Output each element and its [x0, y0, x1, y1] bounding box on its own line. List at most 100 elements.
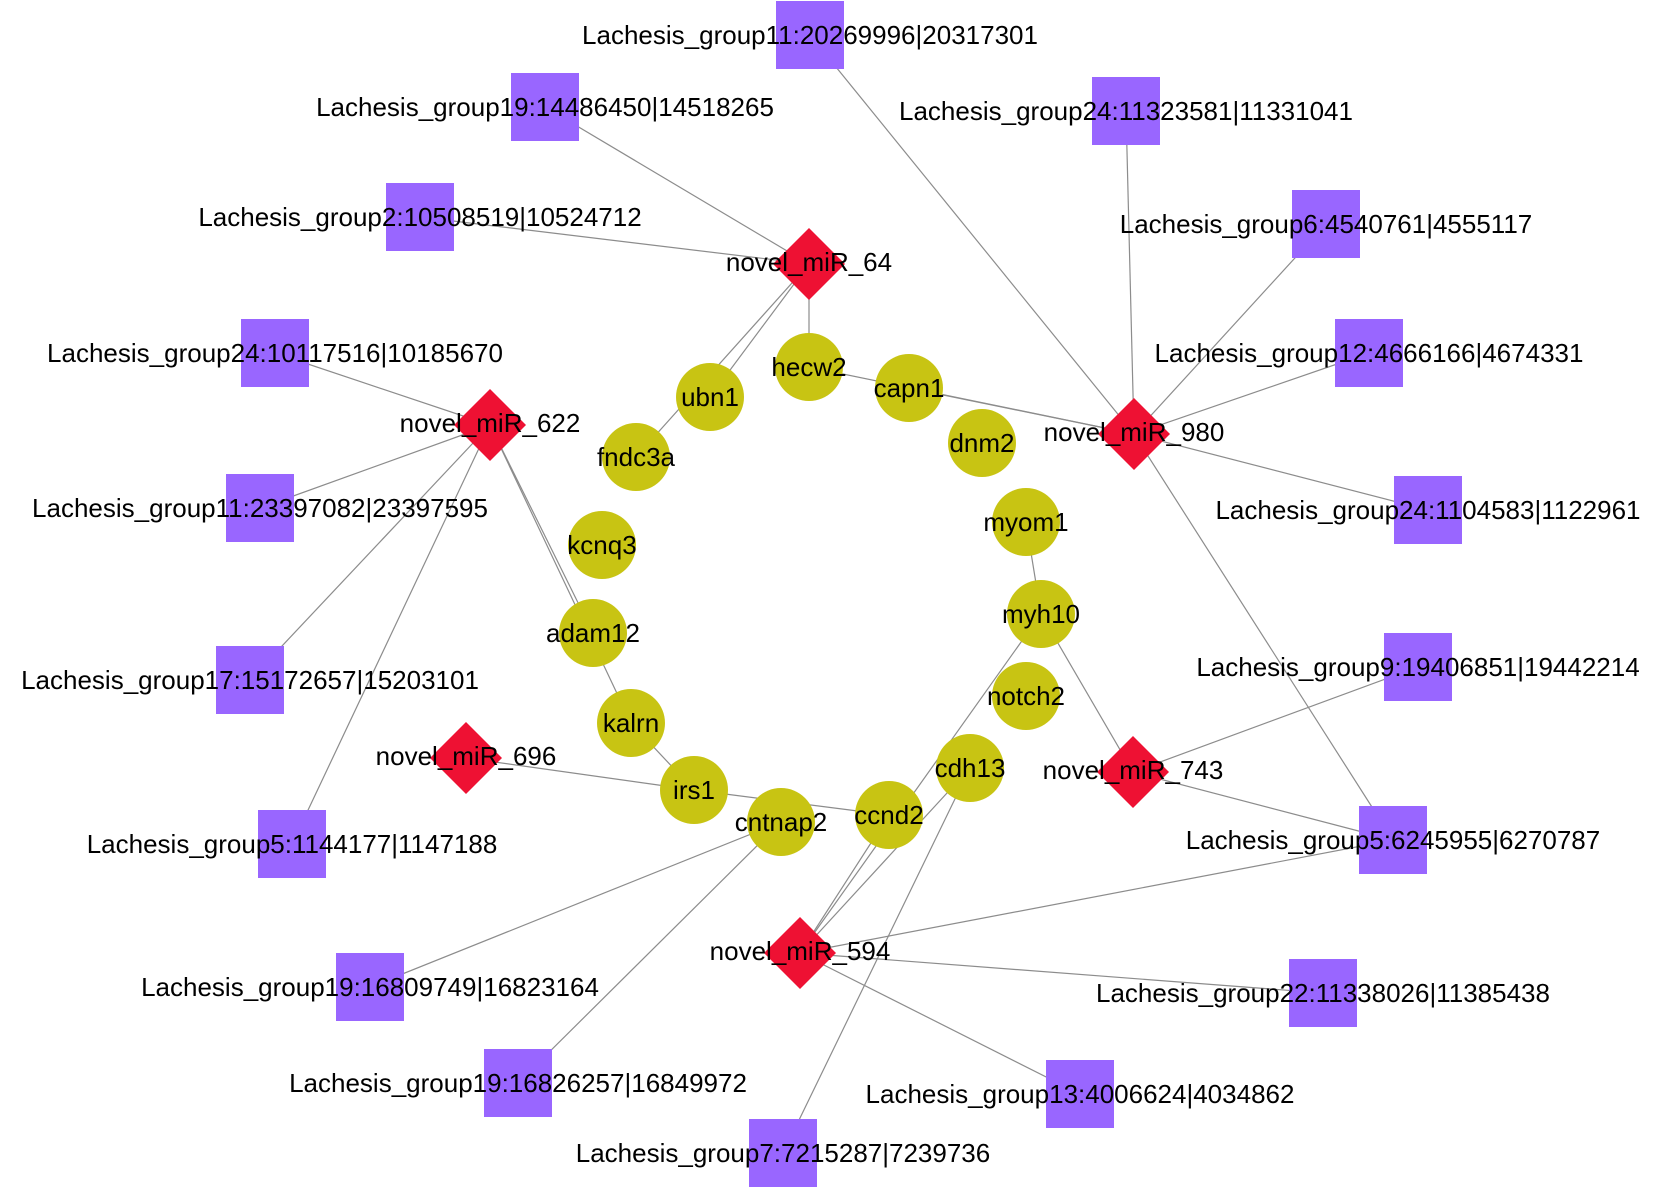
mirna-node[interactable]: novel_miR_594 — [710, 917, 891, 989]
gene-node[interactable]: hecw2 — [771, 333, 847, 401]
gene-circle — [568, 511, 636, 579]
edge-m622-kalrn — [489, 424, 632, 724]
edge-m64-r2 — [419, 216, 810, 265]
region-node[interactable]: Lachesis_group11:20269996|20317301 — [582, 1, 1038, 69]
edge-m980-r12 — [1133, 352, 1370, 435]
region-label: Lachesis_group19:16826257|16849972 — [289, 1068, 747, 1098]
edge-m980-r24a — [1125, 110, 1135, 435]
gene-label: fndc3a — [597, 442, 676, 472]
region-node[interactable]: Lachesis_group22:11338026|11385438 — [1096, 959, 1550, 1027]
gene-label: irs1 — [673, 775, 715, 805]
region-label: Lachesis_group13:4006624|4034862 — [866, 1079, 1295, 1109]
mirna-node[interactable]: novel_miR_622 — [400, 389, 581, 461]
region-node[interactable]: Lachesis_group9:19406851|19442214 — [1196, 633, 1640, 701]
region-node[interactable]: Lachesis_group12:4666166|4674331 — [1155, 319, 1584, 387]
edge-m980-r24c — [1133, 433, 1429, 511]
edge-m64-fndc3a — [635, 263, 810, 458]
gene-node[interactable]: irs1 — [660, 756, 728, 824]
edge-m980-r6 — [1133, 223, 1327, 435]
gene-node[interactable]: notch2 — [987, 662, 1065, 730]
region-node[interactable]: Lachesis_group6:4540761|4555117 — [1120, 190, 1533, 258]
mirna-diamond — [1097, 736, 1169, 808]
mirna-diamond — [454, 389, 526, 461]
mirna-label: novel_miR_622 — [400, 408, 581, 438]
edge-m594-r13 — [799, 952, 1081, 1095]
gene-label: kalrn — [603, 708, 659, 738]
gene-node[interactable]: capn1 — [874, 354, 945, 422]
region-label: Lachesis_group5:1144177|1147188 — [87, 829, 498, 859]
gene-node[interactable]: cntnap2 — [735, 788, 828, 856]
gene-circle — [992, 662, 1060, 730]
gene-node[interactable]: adam12 — [546, 599, 640, 667]
region-node[interactable]: Lachesis_group5:1144177|1147188 — [87, 810, 498, 878]
region-node[interactable]: Lachesis_group5:6245955|6270787 — [1186, 806, 1600, 874]
edge-m743-r5b — [1132, 771, 1394, 841]
gene-circle — [775, 333, 843, 401]
region-node[interactable]: Lachesis_group7:7215287|7239736 — [576, 1119, 990, 1187]
region-square — [484, 1049, 552, 1117]
gene-node[interactable]: kcnq3 — [567, 511, 637, 579]
edge-m594-myh10 — [799, 613, 1042, 954]
edge-m594-r5b — [799, 839, 1394, 954]
gene-label: myh10 — [1002, 599, 1080, 629]
region-node[interactable]: Lachesis_group17:15172657|15203101 — [21, 646, 479, 714]
region-node[interactable]: Lachesis_group24:10117516|10185670 — [47, 319, 503, 387]
region-node[interactable]: Lachesis_group19:16826257|16849972 — [289, 1049, 747, 1117]
edge-m622-adam12 — [489, 424, 594, 634]
region-square — [776, 1, 844, 69]
region-square — [1092, 77, 1160, 145]
gene-label: adam12 — [546, 618, 640, 648]
gene-label: myom1 — [983, 507, 1068, 537]
region-node[interactable]: Lachesis_group19:14486450|14518265 — [316, 73, 774, 141]
gene-label: capn1 — [874, 373, 945, 403]
gene-circle — [948, 409, 1016, 477]
gene-node[interactable]: fndc3a — [597, 423, 676, 491]
edge-m743-r9 — [1132, 666, 1419, 773]
region-label: Lachesis_group11:20269996|20317301 — [582, 20, 1038, 50]
region-square — [1384, 633, 1452, 701]
gene-circle — [875, 354, 943, 422]
mirna-diamond — [764, 917, 836, 989]
gene-node[interactable]: myh10 — [1002, 580, 1080, 648]
gene-circle — [1007, 580, 1075, 648]
mirna-diamond — [1098, 398, 1170, 470]
mirna-node[interactable]: novel_miR_980 — [1044, 398, 1225, 470]
region-node[interactable]: Lachesis_group24:1104583|1122961 — [1215, 476, 1641, 544]
gene-node[interactable]: dnm2 — [948, 409, 1016, 477]
region-node[interactable]: Lachesis_group24:11323581|11331041 — [899, 77, 1353, 145]
region-node[interactable]: Lachesis_group2:10508519|10524712 — [198, 183, 642, 251]
gene-node[interactable]: ccnd2 — [854, 781, 924, 849]
node-layer: Lachesis_group11:20269996|20317301Laches… — [21, 1, 1641, 1187]
region-label: Lachesis_group17:15172657|15203101 — [21, 665, 479, 695]
edge-m980-r5b — [1133, 433, 1394, 841]
region-square — [1394, 476, 1462, 544]
region-label: Lachesis_group19:16809749|16823164 — [141, 972, 599, 1002]
region-node[interactable]: Lachesis_group13:4006624|4034862 — [866, 1060, 1295, 1128]
gene-node[interactable]: ubn1 — [676, 363, 744, 431]
gene-circle — [597, 689, 665, 757]
edge-m696-irs1 — [465, 757, 695, 791]
gene-label: kcnq3 — [567, 530, 636, 560]
edge-cntnap2-r19b — [369, 821, 782, 988]
region-square — [1046, 1060, 1114, 1128]
gene-node[interactable]: myom1 — [983, 488, 1069, 556]
mirna-node[interactable]: novel_miR_696 — [376, 722, 557, 794]
mirna-node[interactable]: novel_miR_743 — [1043, 736, 1224, 808]
region-square — [749, 1119, 817, 1187]
region-node[interactable]: Lachesis_group11:23397082|23397595 — [32, 474, 488, 542]
region-square — [216, 646, 284, 714]
region-node[interactable]: Lachesis_group19:16809749|16823164 — [141, 953, 599, 1021]
region-label: Lachesis_group12:4666166|4674331 — [1155, 338, 1584, 368]
edge-m594-cdh13 — [799, 767, 971, 954]
gene-label: hecw2 — [771, 352, 846, 382]
edge-cdh13-r7 — [782, 767, 971, 1154]
gene-circle — [747, 788, 815, 856]
mirna-node[interactable]: novel_miR_64 — [726, 228, 892, 300]
edge-m622-r17 — [249, 424, 491, 681]
gene-node[interactable]: kalrn — [597, 689, 665, 757]
region-label: Lachesis_group5:6245955|6270787 — [1186, 825, 1600, 855]
mirna-label: novel_miR_594 — [710, 936, 891, 966]
gene-node[interactable]: cdh13 — [935, 734, 1006, 802]
region-label: Lachesis_group6:4540761|4555117 — [1120, 209, 1533, 239]
edge-m622-r24b — [274, 352, 491, 426]
